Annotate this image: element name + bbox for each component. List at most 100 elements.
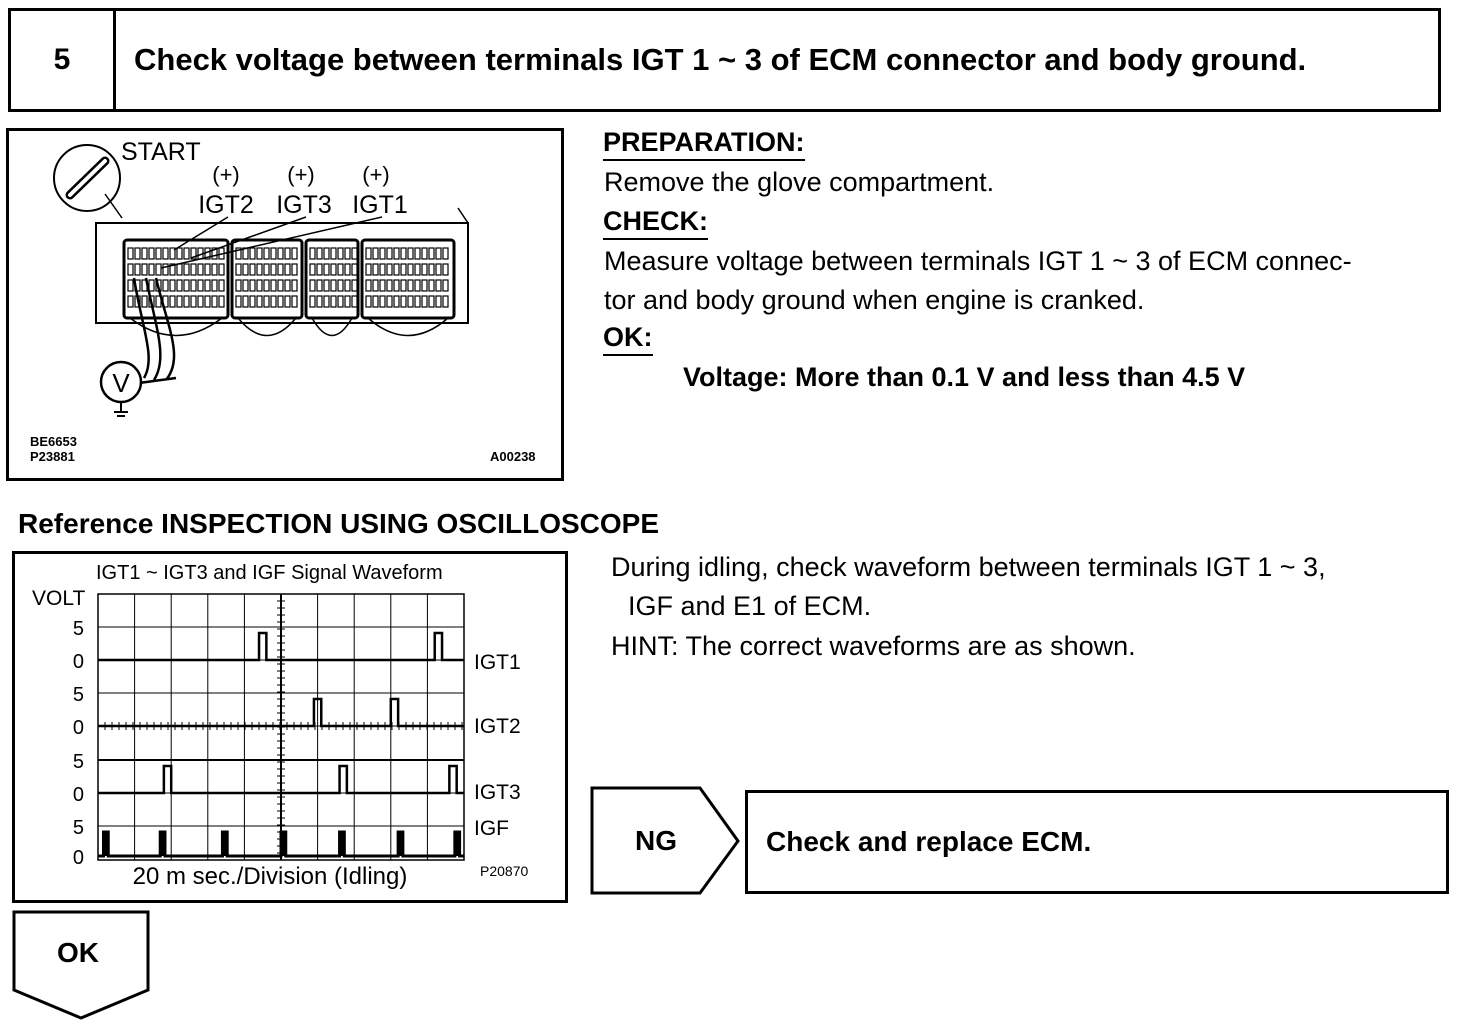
connector-pin: [256, 247, 263, 260]
series-label-igt1: IGT1: [474, 651, 521, 674]
connector-pin: [428, 263, 435, 276]
y-axis-label: VOLT: [32, 587, 85, 610]
reference-title: Reference INSPECTION USING OSCILLOSCOPE: [18, 508, 660, 539]
figure-code: P23881: [30, 449, 75, 464]
x-axis-label: 20 m sec./Division (Idling): [133, 863, 408, 890]
connector-pin: [127, 263, 134, 276]
wire-bundle: [367, 317, 449, 337]
connector-pin: [141, 263, 148, 276]
connector-pin: [249, 295, 256, 308]
connector-pin: [344, 247, 351, 260]
connector-pin: [337, 247, 344, 260]
connector-pin: [169, 247, 176, 260]
trace-igt3: [98, 764, 464, 795]
tick-label: 5: [73, 684, 84, 706]
connector-pin: [316, 279, 323, 292]
connector-pin: [351, 279, 358, 292]
connector-pin: [344, 295, 351, 308]
connector-pin: [256, 295, 263, 308]
wire-bundle: [237, 317, 297, 337]
connector-pin: [323, 279, 330, 292]
connector-pin: [400, 295, 407, 308]
reference-text-line1: During idling, check waveform between te…: [611, 552, 1326, 582]
connector-pin: [134, 247, 141, 260]
connector-pin: [421, 295, 428, 308]
connector-pin: [190, 247, 197, 260]
connector-pin: [204, 279, 211, 292]
connector-pin: [323, 295, 330, 308]
tick-label: 5: [73, 618, 84, 640]
connector-pin: [428, 295, 435, 308]
wire-bundle: [129, 317, 223, 337]
connector-pin: [365, 295, 372, 308]
connector-pin: [211, 295, 218, 308]
ecm-connector-pins: [122, 238, 456, 337]
connector-pin: [323, 263, 330, 276]
svg-text:V: V: [112, 368, 130, 398]
connector-pin: [183, 263, 190, 276]
connector-figure: START (+) (+) (+) IGT2 IGT3 IGT1 V BE665…: [6, 128, 564, 481]
connector-pin: [428, 279, 435, 292]
connector-pin: [442, 295, 449, 308]
connector-pin: [421, 247, 428, 260]
connector-pin: [270, 295, 277, 308]
connector-pin: [141, 247, 148, 260]
connector-pin: [309, 263, 316, 276]
connector-pin: [134, 263, 141, 276]
connector-pin: [393, 247, 400, 260]
connector-pin: [235, 279, 242, 292]
connector-pin: [365, 279, 372, 292]
connector-pin: [211, 263, 218, 276]
connector-pin: [330, 247, 337, 260]
connector-pin: [386, 295, 393, 308]
connector-pin: [127, 279, 134, 292]
connector-pin: [386, 247, 393, 260]
connector-pin: [148, 279, 155, 292]
connector-pin: [197, 279, 204, 292]
connector-pin: [148, 247, 155, 260]
start-label: START: [121, 138, 201, 166]
connector-pin: [176, 247, 183, 260]
chart-traces: [98, 631, 464, 858]
connector-pin: [323, 247, 330, 260]
connector-pin: [235, 247, 242, 260]
preparation-heading: PREPARATION:: [603, 127, 805, 161]
connector-pin: [277, 295, 284, 308]
ng-label: NG: [635, 825, 677, 856]
connector-pin: [291, 263, 298, 276]
connector-pin: [400, 247, 407, 260]
connector-pin: [379, 263, 386, 276]
connector-pin: [337, 263, 344, 276]
voltmeter-icon: V: [99, 360, 143, 417]
connector-pin: [407, 263, 414, 276]
connector-pin: [235, 263, 242, 276]
reference-text-line2: IGF and E1 of ECM.: [628, 591, 872, 621]
connector-pin: [263, 263, 270, 276]
ecm-connector-outline: [95, 222, 469, 324]
connector-pin: [141, 295, 148, 308]
chart-title: IGT1 ~ IGT3 and IGF Signal Waveform: [96, 562, 443, 584]
connector-pin: [256, 263, 263, 276]
series-label-igt3: IGT3: [474, 781, 521, 804]
connector-pin: [190, 263, 197, 276]
leader-lines: [160, 216, 383, 269]
step-title: Check voltage between terminals IGT 1 ~ …: [113, 8, 1441, 112]
terminal-label-igt1: IGT1: [352, 191, 408, 219]
connector-pin: [176, 279, 183, 292]
connector-pin: [169, 263, 176, 276]
ok-arrow: OK: [12, 910, 150, 1020]
connector-pin: [379, 295, 386, 308]
connector-pin: [330, 263, 337, 276]
connector-pin: [263, 295, 270, 308]
connector-pin: [183, 247, 190, 260]
connector-pin: [435, 279, 442, 292]
ng-action-box: Check and replace ECM.: [745, 790, 1449, 894]
connector-pin: [249, 279, 256, 292]
connector-pin: [291, 295, 298, 308]
connector-pin: [242, 295, 249, 308]
oscilloscope-chart: IGT1 ~ IGT3 and IGF Signal Waveform VOLT…: [12, 551, 568, 903]
connector-pin: [421, 263, 428, 276]
connector-pin: [365, 263, 372, 276]
preparation-text: Remove the glove compartment.: [604, 167, 995, 197]
